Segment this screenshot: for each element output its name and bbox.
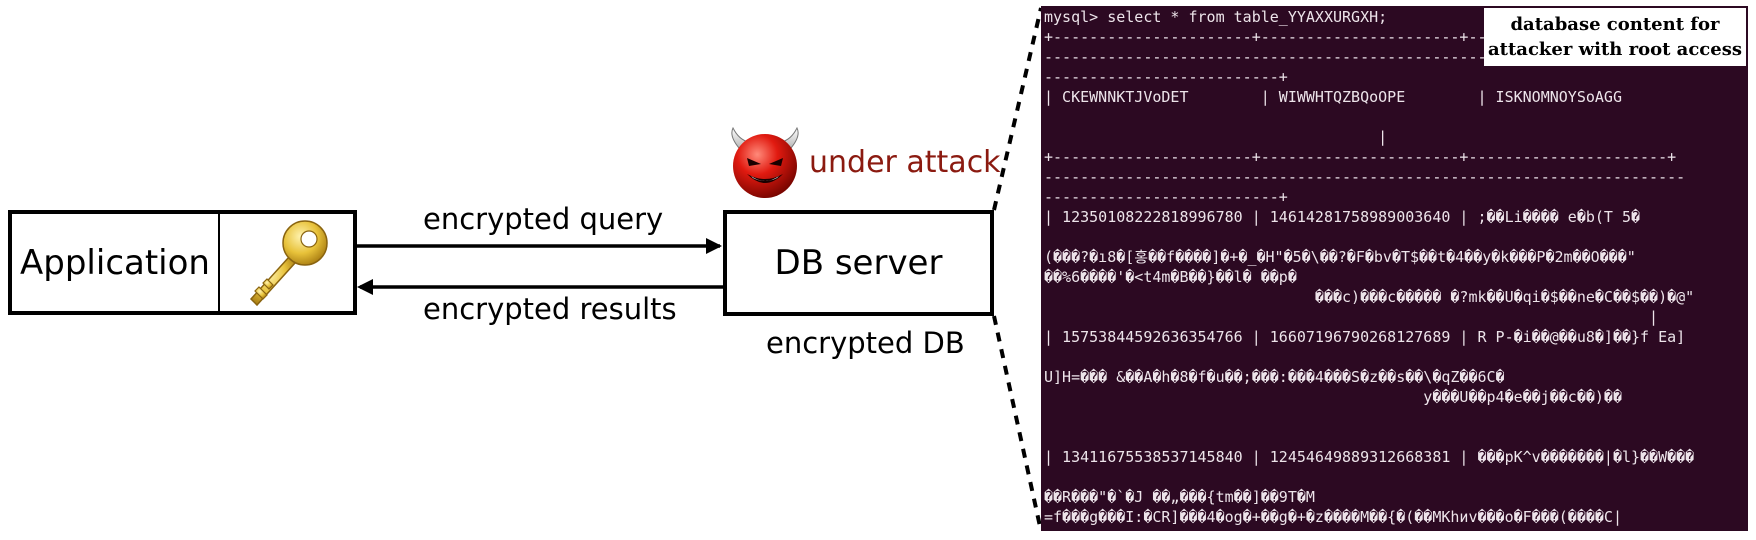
terminal-line: --------------------------+ — [1044, 68, 1288, 86]
terminal-line: mysql> select * from table_YYAXXURGXH; — [1044, 8, 1388, 26]
encrypted-db-label: encrypted DB — [766, 326, 965, 360]
zoom-line-bottom — [992, 315, 1043, 532]
terminal-panel: mysql> select * from table_YYAXXURGXH; +-… — [1041, 6, 1748, 531]
devil-icon — [731, 126, 799, 198]
terminal-line: | — [1044, 308, 1659, 326]
terminal-line: | CKEWNNKTJVoDET | WIWWHTQZBQoOPE | ISKN… — [1044, 88, 1622, 106]
attacker-callout: database content for attacker with root … — [1484, 8, 1746, 66]
under-attack-label: under attack — [809, 145, 1001, 180]
callout-line-1: database content for — [1510, 14, 1720, 35]
db-server-box: DB server — [723, 210, 994, 316]
key-box — [218, 210, 357, 315]
terminal-line: +----------------------+----------------… — [1044, 148, 1677, 166]
key-icon — [249, 219, 328, 306]
terminal-line: | 15753844592636354766 | 166071967902681… — [1044, 328, 1686, 346]
callout-line-2: attacker with root access — [1488, 39, 1742, 60]
application-label: Application — [20, 242, 210, 283]
application-box: Application — [8, 210, 220, 315]
terminal-line: y���U��p4�e��j��c��)�� — [1044, 388, 1622, 406]
encrypted-results-label: encrypted results — [423, 292, 677, 326]
terminal-line: U]H=��� &��A�h�8�f�u��;���:���4���S�z��s… — [1044, 368, 1505, 386]
terminal-line: | 13411675538537145840 | 124546498893126… — [1044, 448, 1695, 466]
terminal-line: | 12350108222818996780 | 146142817589890… — [1044, 208, 1641, 226]
terminal-line: (���?�ı8�[홍��f����]�+�_�H"�5�\��?�F�bv�T… — [1044, 248, 1636, 266]
terminal-line: ��%6����'�<t4m�B��}��l� ��p� — [1044, 268, 1297, 286]
terminal-line: =f���g���I:�CR]���4�og�+��g�+�z����M��{�… — [1044, 508, 1622, 526]
terminal-line: ���c)���c����� �?mk��U�qi�$��ne�C��$��)�… — [1044, 288, 1695, 306]
db-server-label: DB server — [774, 243, 943, 283]
terminal-line: --------------------------+ — [1044, 188, 1288, 206]
terminal-line: | — [1044, 128, 1388, 146]
terminal-line: ----------------------------------------… — [1044, 168, 1686, 186]
zoom-line-top — [992, 7, 1043, 211]
terminal-line: ��R���"�`�J ��„���{tm��]��9T�M — [1044, 488, 1315, 506]
encrypted-query-label: encrypted query — [423, 202, 664, 236]
